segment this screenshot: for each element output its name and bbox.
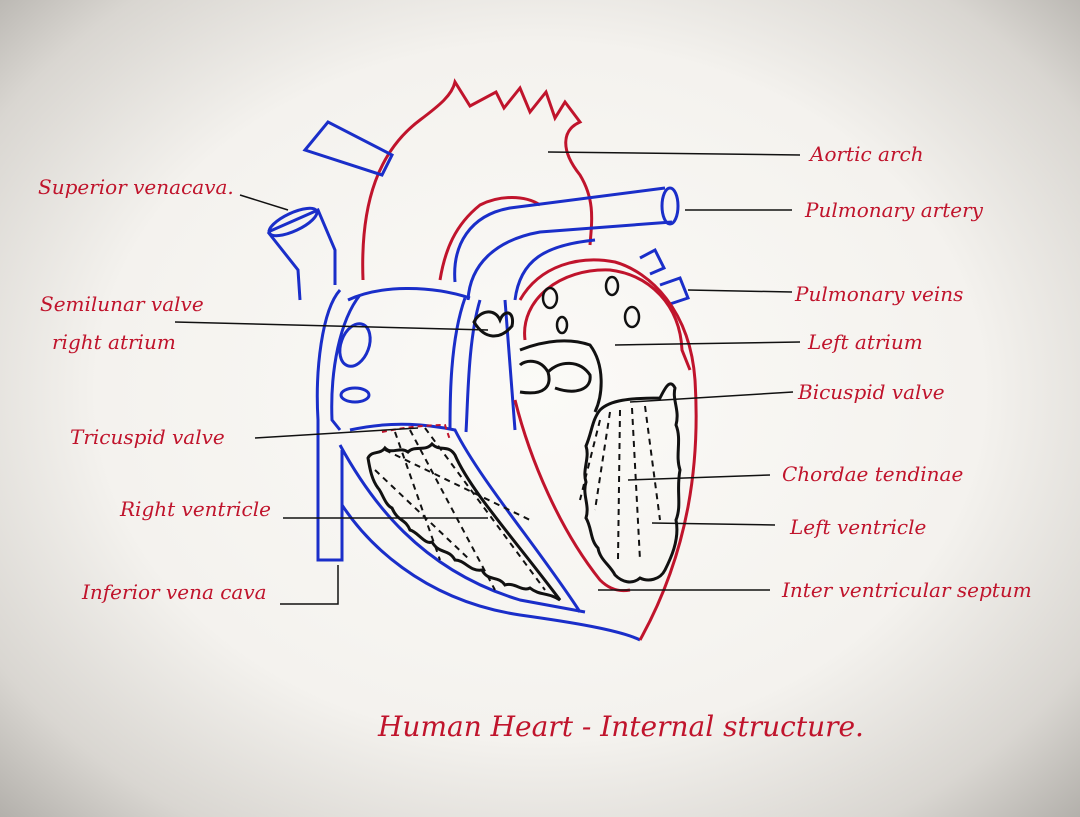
label-left-atrium: Left atrium [808, 330, 923, 354]
label-aortic-arch: Aortic arch [810, 142, 924, 166]
leader-left-atrium [614, 341, 801, 346]
aorta-inner-curve [438, 196, 541, 281]
pulmonary-artery-vessel [453, 186, 673, 301]
leader-bicuspid-valve [629, 391, 794, 403]
diagram-caption: Human Heart - Internal structure. [378, 710, 864, 743]
label-chordae-tendinae: Chordae tendinae [782, 462, 964, 486]
right-atrium-opening-1 [338, 322, 372, 368]
leader-lines [174, 151, 801, 605]
left-atrium-hole-2 [555, 315, 569, 335]
label-semilunar-valve: Semilunar valve [40, 292, 204, 316]
left-atrium-hole-4 [623, 305, 641, 329]
left-atrium-inner-wall [523, 268, 692, 371]
leader-left-ventricle [651, 522, 776, 526]
label-left-ventricle: Left ventricle [790, 515, 927, 539]
label-right-atrium: right atrium [52, 330, 176, 354]
left-atrium-hole-1 [541, 286, 559, 310]
label-superior-vena-cava: Superior venacava. [38, 175, 234, 199]
superior-vena-cava-opening [267, 206, 319, 238]
right-atrium-opening-2 [339, 386, 371, 404]
leader-semilunar-valve [174, 321, 489, 331]
semilunar-valve-shape [472, 310, 515, 338]
bicuspid-valve-shape [518, 339, 603, 413]
label-inter-ventricular-septum: Inter ventricular septum [782, 578, 1032, 602]
label-inferior-vena-cava: Inferior vena cava [82, 580, 267, 604]
brachiocephalic-vessel [302, 120, 395, 177]
label-right-ventricle: Right ventricle [120, 497, 271, 521]
right-ventricle-wall [338, 422, 586, 614]
left-ventricle-muscle [583, 382, 682, 584]
label-pulmonary-veins: Pulmonary veins [795, 282, 964, 306]
label-tricuspid-valve: Tricuspid valve [70, 425, 225, 449]
tricuspid-valve-shape [381, 423, 451, 441]
leader-pulmonary-veins [687, 289, 793, 293]
pulmonary-veins-vessel [639, 247, 690, 306]
pulmonary-artery-opening [660, 186, 680, 226]
inferior-vena-cava-vessel [316, 450, 344, 562]
right-heart-wall [315, 288, 641, 642]
leader-chordae-tendinae [627, 474, 771, 481]
leader-inferior-vena-cava [280, 565, 339, 605]
leader-aortic-arch [547, 151, 801, 156]
aorta-septum [503, 238, 596, 431]
aortic-arch [361, 78, 594, 281]
right-atrium-inner-wall [330, 287, 471, 431]
label-pulmonary-artery: Pulmonary artery [805, 198, 983, 222]
leader-superior-vena-cava [239, 194, 289, 211]
interatrial-septum [448, 297, 482, 433]
label-bicuspid-valve: Bicuspid valve [798, 380, 945, 404]
left-ventricle-chordae [579, 405, 661, 561]
leader-tricuspid-valve [254, 427, 419, 439]
superior-vena-cava-vessel [266, 208, 337, 301]
left-heart-outer-wall [518, 258, 698, 641]
left-atrium-hole-3 [604, 275, 620, 297]
right-ventricle-chordae [374, 427, 546, 591]
